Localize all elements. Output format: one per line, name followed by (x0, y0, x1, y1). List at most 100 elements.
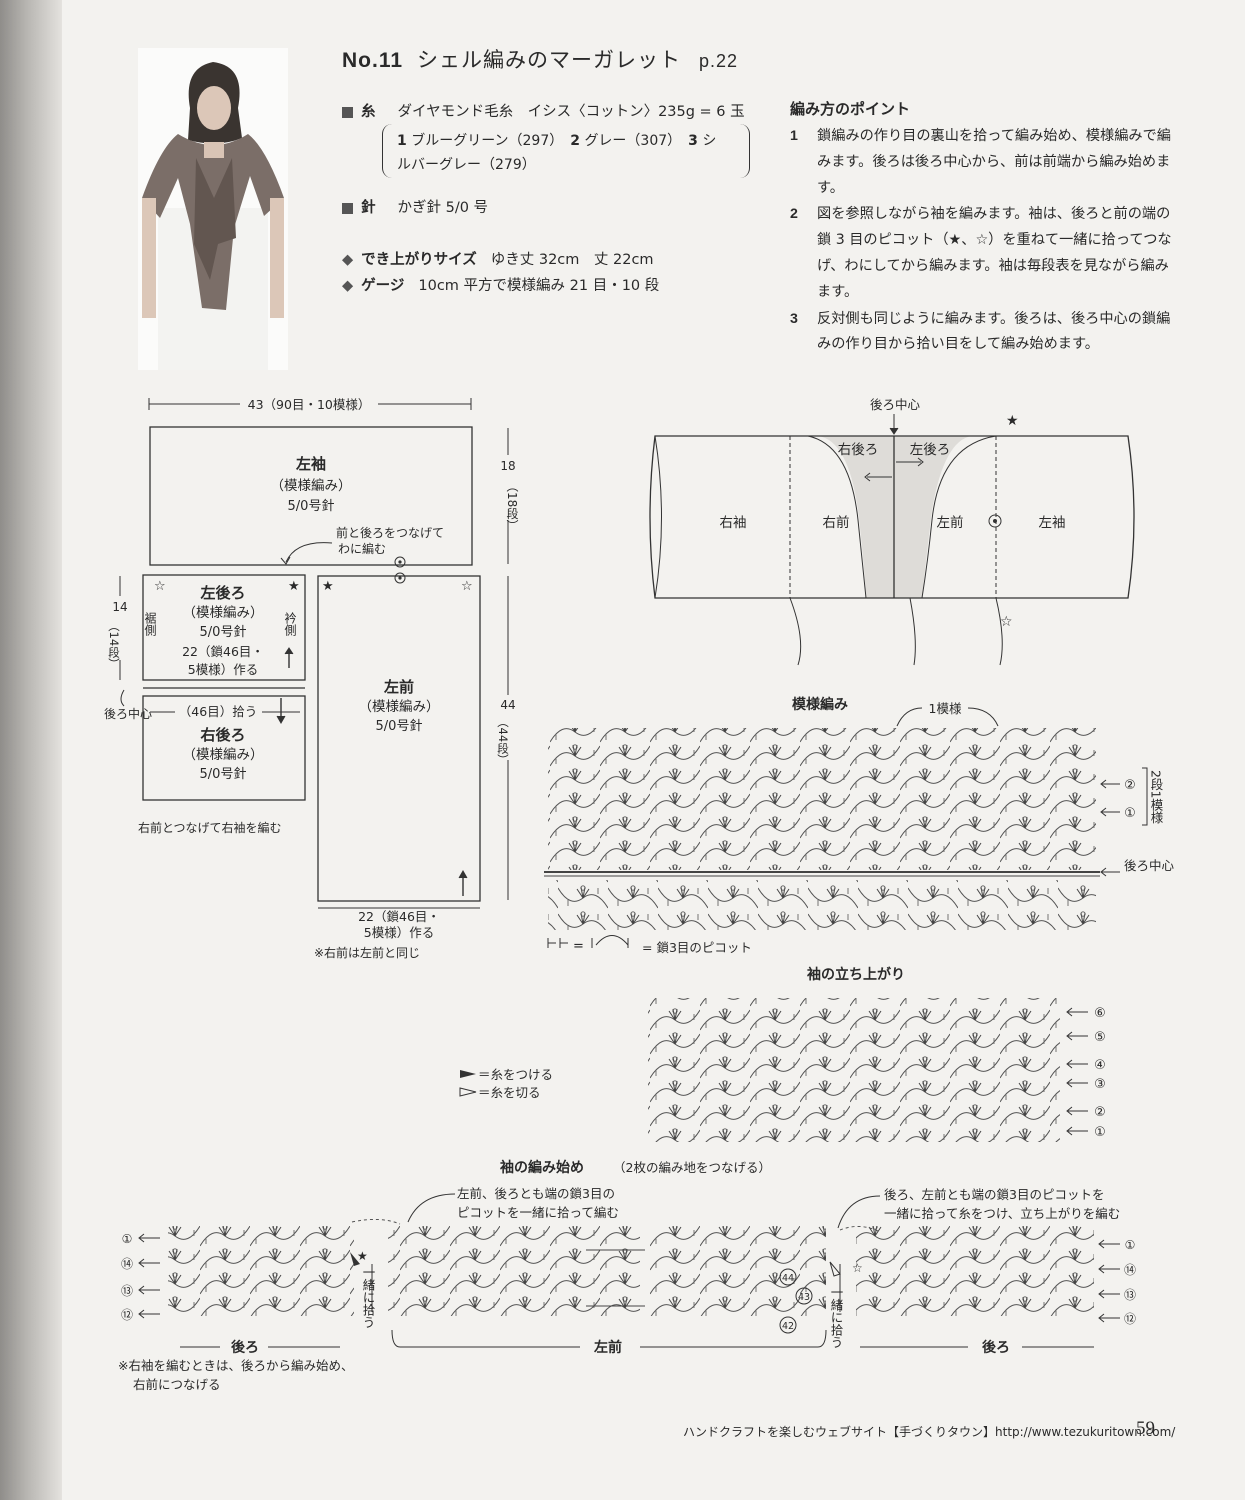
svg-text:5/0号針: 5/0号針 (200, 625, 247, 640)
svg-text:②: ② (1094, 1105, 1106, 1120)
svg-text:一緒に拾って糸をつけ、立ち上がりを編む: 一緒に拾って糸をつけ、立ち上がりを編む (884, 1206, 1120, 1221)
svg-text:（44段）: （44段） (496, 716, 510, 765)
right-sleeve-note: 右前とつなげて右袖を編む (138, 820, 282, 835)
hollow-star-icon: ☆ (1000, 614, 1013, 630)
svg-text:①: ① (122, 1232, 133, 1246)
top-width-label: 43（90目・10模様） (248, 397, 371, 412)
svg-text:左後ろ: 左後ろ (910, 442, 951, 458)
points-title: 編み方のポイント (790, 100, 911, 118)
cut-yarn-icon (459, 1087, 477, 1097)
sleeve-rise-title: 袖の立ち上がり (807, 966, 905, 983)
picot-legend: = 鎖3目のピコット (642, 940, 752, 955)
square-bullet-icon (342, 106, 353, 118)
sleeve-rise-chart: 袖の立ち上がり ⑥ ⑤ ④ ③ ② ① (648, 966, 1106, 1142)
footer-website: ハンドクラフトを楽しむウェブサイト【手づくりタウン】http://www.tez… (683, 1425, 1176, 1439)
collar-side-label: 衿側 (283, 611, 297, 636)
svg-text:左後ろ: 左後ろ (199, 584, 245, 602)
svg-text:左前、後ろとも端の鎖3目の: 左前、後ろとも端の鎖3目の (457, 1186, 615, 1201)
hollow-star-icon: ☆ (852, 1261, 863, 1275)
svg-text:（模様編み）: （模様編み） (183, 747, 264, 763)
svg-text:右後ろ: 右後ろ (838, 442, 879, 458)
color-options: 1 ブルーグリーン（297） 2 グレー（307） 3 シ ルバーグレー（279… (382, 124, 750, 178)
svg-text:⑬: ⑬ (121, 1284, 133, 1298)
svg-text:後ろ: 後ろ (231, 1339, 259, 1356)
svg-text:⑭: ⑭ (121, 1257, 133, 1271)
yarn-legend: ＝糸をつける ＝糸を切る (459, 1067, 553, 1100)
diamond-bullet-icon: ◆ (342, 252, 354, 268)
svg-text:右前: 右前 (823, 514, 850, 531)
pattern-back-center: 後ろ中心 (1124, 858, 1175, 873)
svg-text:後ろ: 後ろ (982, 1339, 1010, 1356)
svg-text:④: ④ (1094, 1058, 1106, 1073)
svg-text:左前: 左前 (593, 1339, 622, 1356)
svg-text:②: ② (1124, 778, 1136, 793)
svg-text:右袖: 右袖 (720, 515, 747, 531)
svg-text:⑫: ⑫ (1124, 1312, 1136, 1326)
svg-text:①: ① (1094, 1125, 1106, 1140)
left-sleeve-piece (149, 426, 473, 566)
svg-text:左前: 左前 (937, 514, 964, 531)
pattern-name: シェル編みのマーガレット (417, 48, 682, 72)
svg-text:（2枚の編み地をつなげる）: （2枚の編み地をつなげる） (613, 1160, 771, 1175)
schematic: 43（90目・10模様） 左袖 （模様編み） 5/0号針 18 （18段） 前と… (104, 397, 519, 960)
svg-text:⑫: ⑫ (121, 1308, 133, 1322)
filled-star-icon: ★ (288, 579, 300, 594)
svg-text:＝糸をつける: ＝糸をつける (478, 1067, 553, 1082)
svg-text:ピコットを一緒に拾って編む: ピコットを一緒に拾って編む (457, 1205, 619, 1220)
assembly-diagram: 後ろ中心 右袖 右前 右後ろ 左後ろ 左前 左袖 ★ ☆ (649, 397, 1135, 666)
svg-text:5模様）作る: 5模様）作る (188, 662, 258, 677)
pattern-chart: 模様編み 1模様 ② ① 2段1模様 後ろ中心 = = 鎖3目のピコット (544, 696, 1175, 955)
join-note-line-1: 前と後ろをつなげて (336, 525, 444, 540)
filled-star-icon: ★ (1006, 413, 1019, 429)
model-photo (138, 48, 288, 370)
repeat-label: 1模様 (929, 701, 962, 716)
svg-text:14: 14 (112, 600, 127, 614)
svg-text:5模様）作る: 5模様）作る (364, 925, 434, 940)
svg-text:＝糸を切る: ＝糸を切る (478, 1085, 541, 1100)
sleeve-start-chart: 袖の編み始め （2枚の編み地をつなげる） 左前、後ろとも端の鎖3目の ピコットを… (118, 1159, 1136, 1392)
svg-text:42: 42 (782, 1321, 794, 1332)
color-list-line-2: ルバーグレー（279） (397, 157, 536, 173)
pattern-chart-title: 模様編み (792, 696, 848, 713)
back-center-label: 後ろ中心 (104, 706, 152, 721)
svg-text:⑬: ⑬ (1124, 1288, 1136, 1302)
assembly-back-center: 後ろ中心 (870, 397, 921, 412)
svg-text:一緒に拾う: 一緒に拾う (361, 1266, 376, 1329)
svg-text:③: ③ (1094, 1077, 1106, 1092)
svg-text:一緒に拾う: 一緒に拾う (829, 1286, 844, 1349)
hollow-star-icon: ☆ (154, 579, 166, 594)
svg-text:後ろ、左前とも端の鎖3目のピコットを: 後ろ、左前とも端の鎖3目のピコットを (884, 1187, 1104, 1202)
right-front-same-note: ※右前は左前と同じ (314, 945, 420, 960)
svg-text:5/0号針: 5/0号針 (288, 499, 335, 514)
diamond-bullet-icon: ◆ (342, 278, 354, 294)
svg-text:（46目）拾う: （46目）拾う (179, 704, 257, 719)
svg-text:（模様編み）: （模様編み） (359, 699, 440, 715)
yarn-line: 糸ダイヤモンド毛糸 イシス〈コットン〉235g = 6 玉 (342, 100, 745, 121)
needle-line: 針かぎ針 5/0 号 (342, 196, 488, 217)
size-line: ◆でき上がりサイズゆき丈 32cm 丈 22cm (342, 252, 654, 268)
join-note-line-2: わに編む (338, 541, 386, 556)
svg-text:（18段）: （18段） (505, 480, 519, 531)
svg-text:44: 44 (500, 698, 515, 712)
svg-text:5/0号針: 5/0号針 (376, 719, 423, 734)
color-list-line-1: 1 ブルーグリーン（297） 2 グレー（307） 3 シ (397, 133, 717, 149)
square-bullet-icon (342, 202, 353, 214)
svg-text:=: = (573, 939, 584, 954)
sleeve-footnote-1: ※右袖を編むときは、後ろから編み始め、 (118, 1358, 353, 1373)
svg-text:⑤: ⑤ (1094, 1030, 1106, 1045)
svg-text:⑥: ⑥ (1094, 1006, 1106, 1021)
right-back-piece (142, 695, 306, 801)
svg-text:（模様編み）: （模様編み） (271, 478, 352, 494)
left-back-piece (142, 574, 306, 681)
left-front-piece (317, 575, 481, 902)
svg-text:18: 18 (500, 459, 515, 473)
svg-text:（模様編み）: （模様編み） (183, 605, 264, 621)
filled-star-icon: ★ (322, 579, 334, 594)
